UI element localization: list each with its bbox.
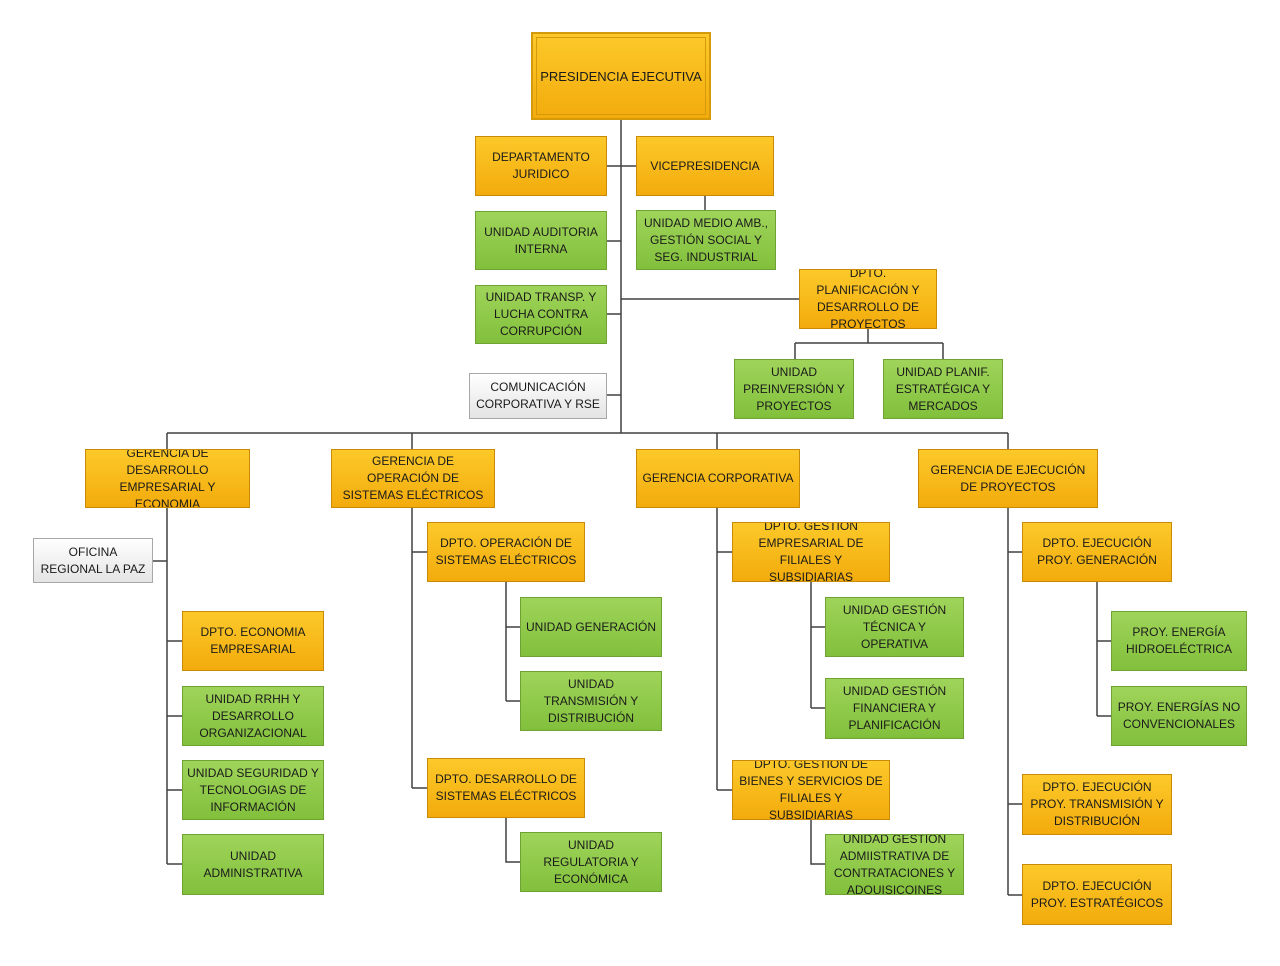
label-dpto-ejec-estrategicos: DPTO. EJECUCIÓN PROY. ESTRATÉGICOS [1030, 878, 1164, 910]
label-u-planif-estrategica: UNIDAD PLANIF. ESTRATÉGICA Y MERCADOS [895, 364, 991, 413]
label-u-auditoria: UNIDAD AUDITORIA INTERNA [484, 224, 598, 256]
connector-gerencias-bus [166, 432, 1009, 449]
connector-dpto-desarrollo [505, 818, 521, 863]
box-u-gestion-financiera: UNIDAD GESTIÓN FINANCIERA Y PLANIFICACIÓ… [825, 678, 964, 739]
label-dpto-gestion-bienes: DPTO. GESTIÓN DE BIENES Y SERVICIOS DE F… [739, 760, 883, 820]
connector-g-corporativa-items [717, 551, 733, 791]
label-u-administrativa: UNIDAD ADMINISTRATIVA [203, 848, 303, 880]
box-u-gestion-tecnica: UNIDAD GESTIÓN TÉCNICA Y OPERATIVA [825, 597, 964, 657]
box-comunicacion: COMUNICACIÓN CORPORATIVA Y RSE [469, 373, 607, 419]
box-dpto-gestion-bienes: DPTO. GESTIÓN DE BIENES Y SERVICIOS DE F… [732, 760, 890, 820]
box-oficina-lapaz: OFICINA REGIONAL LA PAZ [33, 538, 153, 583]
box-u-transp: UNIDAD TRANSP. Y LUCHA CONTRA CORRUPCIÓN [475, 285, 607, 344]
box-proy-no-conv: PROY. ENERGÍAS NO CONVENCIONALES [1111, 686, 1247, 746]
connector-dpto-ejec-gen [1096, 581, 1112, 717]
box-u-auditoria: UNIDAD AUDITORIA INTERNA [475, 211, 607, 270]
box-dpto-desarrollo-sist: DPTO. DESARROLLO DE SISTEMAS ELÉCTRICOS [427, 758, 585, 818]
label-dpto-economia: DPTO. ECONOMIA EMPRESARIAL [200, 625, 306, 656]
label-u-seguridad: UNIDAD SEGURIDAD Y TECNOLOGIAS DE INFORM… [187, 765, 319, 814]
box-u-rrhh: UNIDAD RRHH Y DESARROLLO ORGANIZACIONAL [182, 686, 324, 746]
box-g-corporativa: GERENCIA CORPORATIVA [636, 449, 800, 508]
label-dep-juridico: DEPARTAMENTO JURIDICO [492, 150, 590, 181]
label-u-medio-amb: UNIDAD MEDIO AMB., GESTIÓN SOCIAL Y SEG.… [643, 215, 768, 264]
box-dpto-ejec-transmision: DPTO. EJECUCIÓN PROY. TRANSMISIÓN Y DIST… [1022, 774, 1172, 835]
label-u-gestion-admin: UNIDAD GESTIÓN ADMIISTRATIVA DE CONTRATA… [833, 834, 956, 895]
label-u-transmision: UNIDAD TRANSMISIÓN Y DISTRIBUCIÓN [543, 676, 639, 725]
box-proy-hidro: PROY. ENERGÍA HIDROELÉCTRICA [1111, 611, 1247, 671]
box-dpto-planif: DPTO. PLANIFICACIÓN Y DESARROLLO DE PROY… [799, 269, 937, 329]
box-dpto-ejec-generacion: DPTO. EJECUCIÓN PROY. GENERACIÓN [1022, 522, 1172, 582]
box-dpto-operacion: DPTO. OPERACIÓN DE SISTEMAS ELÉCTRICOS [427, 522, 585, 582]
label-u-regulatoria: UNIDAD REGULATORIA Y ECONÓMICA [543, 837, 639, 886]
box-g-ejecucion: GERENCIA DE EJECUCIÓN DE PROYECTOS [918, 449, 1098, 508]
box-dpto-ejec-estrategicos: DPTO. EJECUCIÓN PROY. ESTRATÉGICOS [1022, 864, 1172, 925]
label-g-desarrollo: GERENCIA DE DESARROLLO EMPRESARIAL Y ECO… [119, 449, 216, 508]
connector-planif-children [794, 329, 944, 359]
box-u-regulatoria: UNIDAD REGULATORIA Y ECONÓMICA [520, 832, 662, 892]
box-dpto-gestion-filiales: DPTO. GESTIÓN EMPRESARIAL DE FILIALES Y … [732, 522, 890, 582]
label-u-transp: UNIDAD TRANSP. Y LUCHA CONTRA CORRUPCIÓN [485, 290, 597, 338]
label-g-operacion: GERENCIA DE OPERACIÓN DE SISTEMAS ELÉCTR… [342, 454, 484, 502]
box-u-planif-estrategica: UNIDAD PLANIF. ESTRATÉGICA Y MERCADOS [883, 359, 1003, 419]
label-u-preinversion: UNIDAD PREINVERSIÓN Y PROYECTOS [743, 364, 845, 413]
label-u-rrhh: UNIDAD RRHH Y DESARROLLO ORGANIZACIONAL [199, 691, 307, 740]
box-dep-juridico: DEPARTAMENTO JURIDICO [475, 136, 607, 196]
label-dpto-gestion-filiales: DPTO. GESTIÓN EMPRESARIAL DE FILIALES Y … [758, 522, 864, 582]
box-u-generacion: UNIDAD GENERACIÓN [520, 597, 662, 657]
box-u-seguridad: UNIDAD SEGURIDAD Y TECNOLOGIAS DE INFORM… [182, 760, 324, 820]
label-comunicacion: COMUNICACIÓN CORPORATIVA Y RSE [476, 380, 600, 411]
box-presidencia: PRESIDENCIA EJECUTIVA [531, 32, 711, 120]
label-u-generacion: UNIDAD GENERACIÓN [525, 619, 656, 634]
connector-dpto-operacion [505, 581, 521, 702]
connector-g-desarrollo-items [167, 640, 183, 865]
box-u-transmision: UNIDAD TRANSMISIÓN Y DISTRIBUCIÓN [520, 671, 662, 731]
label-dpto-ejec-generacion: DPTO. EJECUCIÓN PROY. GENERACIÓN [1037, 536, 1157, 567]
label-vicepresidencia: VICEPRESIDENCIA [650, 158, 760, 173]
connector-dpto-bienes [810, 820, 826, 865]
label-g-corporativa: GERENCIA CORPORATIVA [642, 471, 794, 485]
box-u-preinversion: UNIDAD PREINVERSIÓN Y PROYECTOS [734, 359, 854, 419]
box-dpto-economia: DPTO. ECONOMIA EMPRESARIAL [182, 611, 324, 671]
label-g-ejecucion: GERENCIA DE EJECUCIÓN DE PROYECTOS [930, 462, 1086, 494]
label-proy-no-conv: PROY. ENERGÍAS NO CONVENCIONALES [1117, 700, 1241, 731]
box-g-operacion: GERENCIA DE OPERACIÓN DE SISTEMAS ELÉCTR… [331, 449, 495, 508]
label-dpto-planif: DPTO. PLANIFICACIÓN Y DESARROLLO DE PROY… [816, 269, 920, 329]
box-u-medio-amb: UNIDAD MEDIO AMB., GESTIÓN SOCIAL Y SEG.… [636, 210, 776, 270]
box-u-administrativa: UNIDAD ADMINISTRATIVA [182, 834, 324, 895]
box-g-desarrollo: GERENCIA DE DESARROLLO EMPRESARIAL Y ECO… [85, 449, 250, 508]
label-proy-hidro: PROY. ENERGÍA HIDROELÉCTRICA [1125, 625, 1232, 656]
box-vicepresidencia: VICEPRESIDENCIA [636, 136, 774, 196]
label-dpto-desarrollo-sist: DPTO. DESARROLLO DE SISTEMAS ELÉCTRICOS [435, 772, 577, 803]
connector-g-ejecucion-items [1008, 551, 1023, 896]
connector-g-operacion-items [412, 551, 428, 789]
label-oficina-lapaz: OFICINA REGIONAL LA PAZ [40, 544, 146, 576]
label-dpto-ejec-transmision: DPTO. EJECUCIÓN PROY. TRANSMISIÓN Y DIST… [1030, 780, 1164, 828]
label-u-gestion-financiera: UNIDAD GESTIÓN FINANCIERA Y PLANIFICACIÓ… [842, 684, 947, 732]
label-u-gestion-tecnica: UNIDAD GESTIÓN TÉCNICA Y OPERATIVA [842, 602, 947, 651]
label-presidencia: PRESIDENCIA EJECUTIVA [540, 68, 702, 84]
label-dpto-operacion: DPTO. OPERACIÓN DE SISTEMAS ELÉCTRICOS [435, 536, 577, 567]
connector-dpto-filiales [810, 581, 826, 709]
box-u-gestion-admin: UNIDAD GESTIÓN ADMIISTRATIVA DE CONTRATA… [825, 834, 964, 895]
